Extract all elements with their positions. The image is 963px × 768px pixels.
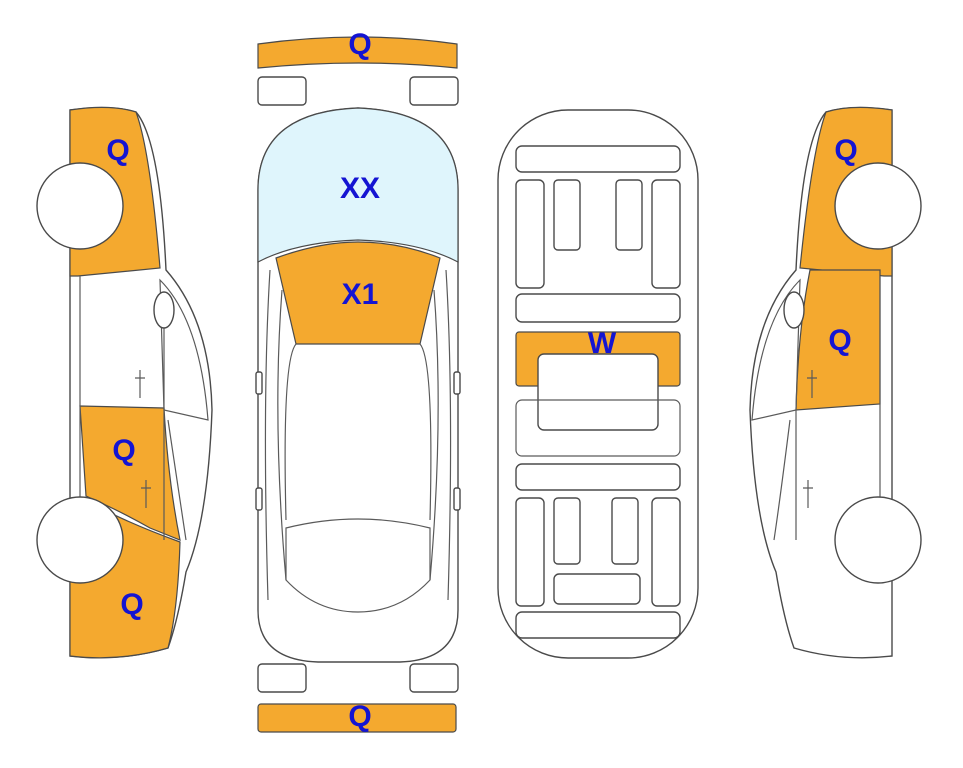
front-right-light [409,76,459,106]
underbody-view [497,109,699,659]
label-left-front-fender: Q [106,134,129,167]
label-hood: X1 [342,278,379,311]
rear-right-light [409,663,459,693]
front-bumper-panel[interactable] [257,36,458,69]
label-left-rear-quarter: Q [120,588,143,621]
hood-panel[interactable] [275,241,441,345]
damage-labels: Q XX X1 Q W Q Q Q Q Q [106,28,857,733]
label-right-front-door: Q [828,324,851,357]
left-front-wheel [36,162,124,250]
front-left-light [257,76,307,106]
right-rear-wheel [834,496,922,584]
label-left-rear-door: Q [112,434,135,467]
label-front-bumper: Q [348,28,371,61]
label-right-front-fender: Q [834,134,857,167]
windshield-glass[interactable] [257,107,459,263]
right-front-wheel [834,162,922,250]
left-side-view [36,106,213,659]
top-view [255,36,461,733]
label-roof: W [588,327,617,360]
rear-bumper-panel[interactable] [257,703,457,733]
label-rear-bumper: Q [348,700,371,733]
rear-left-light [257,663,307,693]
right-front-door-panel[interactable] [795,269,881,411]
right-side-view [749,106,922,659]
label-windshield: XX [340,172,380,205]
left-rear-wheel [36,496,124,584]
